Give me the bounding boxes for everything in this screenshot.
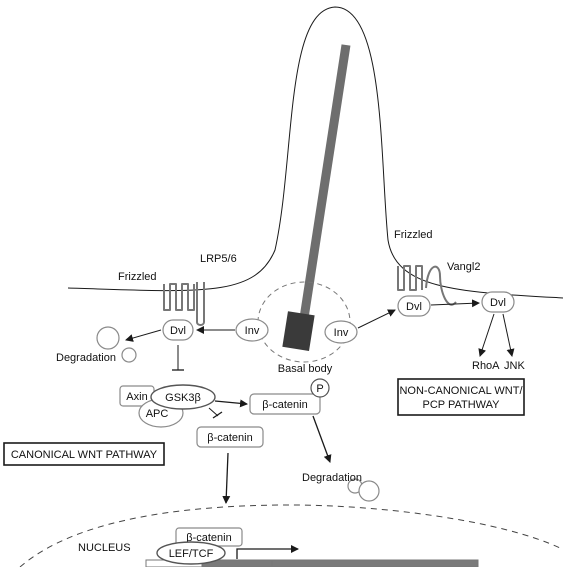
arrow-beta-catenin-p-to-degradation [312,415,332,463]
apc-label: APC [146,408,169,420]
nucleus-envelope [19,504,561,567]
noncanonical-pathway-label-line1: NON-CANONICAL WNT/ [399,385,523,397]
dna-segment-3 [271,559,479,567]
basal-body-label: Basal body [278,363,333,375]
axoneme [299,44,351,319]
inv-left-label: Inv [245,325,260,337]
arrow-dvl-to-rhoa [478,313,495,357]
lef-tcf-label: LEF/TCF [169,548,214,560]
phospho-label: P [316,383,323,395]
beta-catenin-p-node [249,393,321,415]
beta-catenin-free-node [196,426,264,448]
phospho-node [310,378,330,398]
arrow-gsk-to-beta-catenin-p [214,399,248,408]
dvl-mid-label: Dvl [406,301,422,313]
noncanonical-pathway-label-line2: PCP PATHWAY [422,399,500,411]
frizzled-left-label: Frizzled [118,271,157,283]
gsk3b-label: GSK3β [165,392,201,404]
beta-catenin-free-label: β-catenin [207,432,252,444]
canonical-pathway-label: CANONICAL WNT PATHWAY [11,449,158,461]
inhibit-gsk-to-beta-catenin [208,407,219,417]
basal-body [282,311,315,351]
inhibit-gsk-to-beta-catenin-bar [212,411,223,419]
jnk-label: JNK [504,360,525,372]
dvl-right-label: Dvl [490,297,506,309]
arrow-beta-catenin-to-nucleus [222,452,231,504]
nucleus-label: NUCLEUS [78,542,131,554]
degradation-bottom-circle-large [358,480,380,502]
canonical-pathway-box [3,442,165,466]
inv-left-node [235,318,269,342]
beta-catenin-nuc-label: β-catenin [186,532,231,544]
frizzled-right-receptor [397,265,423,291]
vangl2-receptor [425,265,457,306]
frizzled-right-label: Frizzled [394,229,433,241]
degradation-bottom-label: Degradation [302,472,362,484]
vangl2-label: Vangl2 [447,261,480,273]
axin-label: Axin [126,391,147,403]
arrow-inv-right-to-dvl [357,309,396,329]
arrow-dvl-to-jnk [502,313,515,357]
lrp-label: LRP5/6 [200,253,237,265]
frizzled-left-receptor [163,283,195,311]
inv-right-node [324,320,358,344]
dvl-mid-node [397,295,431,317]
arrow-dvl-to-degradation [125,329,162,342]
degradation-top-circle-large [96,326,120,350]
degradation-top-label: Degradation [56,352,116,364]
lef-tcf-node [156,541,226,565]
dvl-left-label: Dvl [170,325,186,337]
lrp-receptor [196,282,205,326]
gsk3b-node [150,384,216,410]
inv-right-label: Inv [334,327,349,339]
noncanonical-pathway-box [397,378,525,416]
arrow-dvl-mid-to-dvl-right [430,299,480,308]
beta-catenin-p-label: β-catenin [262,399,307,411]
dvl-left-node [162,319,194,341]
transcription-start-arrow [236,545,299,559]
degradation-top-circle-small [121,347,137,363]
dvl-right-node [481,291,515,313]
rhoa-label: RhoA [472,360,500,372]
